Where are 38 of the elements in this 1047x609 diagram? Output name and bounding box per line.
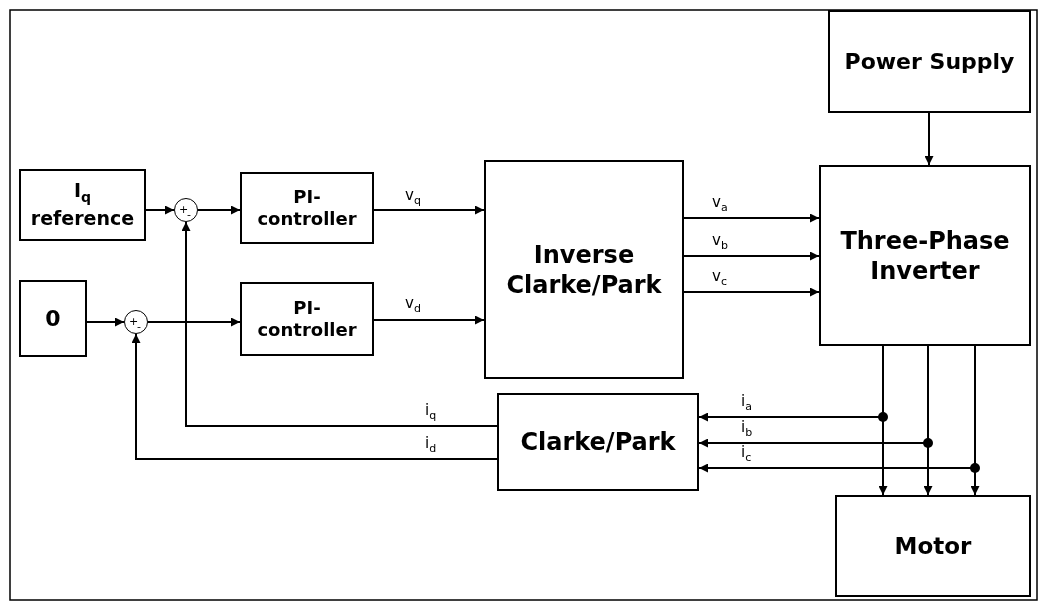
plus-sign: +: [179, 204, 189, 215]
minus-sign: -: [137, 321, 141, 332]
minus-sign: -: [187, 209, 191, 220]
arrow: [181, 221, 498, 427]
process-box: [240, 172, 374, 244]
block-label: I$_{q}$ reference: [29, 179, 136, 231]
process-box: [819, 165, 1031, 346]
signal-label: i$_{q}$: [424, 403, 438, 423]
block-label: Clarke/Park: [519, 427, 677, 457]
block-label: 0: [44, 304, 62, 333]
signal-label: v$_{q}$: [404, 188, 422, 208]
block-label: PI-controller: [256, 296, 358, 342]
arrow: [131, 333, 498, 460]
arrow: [683, 251, 820, 261]
arrow: [147, 317, 241, 327]
process-box: [828, 10, 1031, 113]
arrow: [197, 205, 241, 215]
summing-junction: [124, 310, 148, 334]
process-box: [835, 495, 1031, 597]
block-label: Inverse Clarke/Park: [505, 239, 663, 300]
process-box: [484, 160, 684, 379]
arrow: [145, 205, 175, 215]
arrow: [373, 315, 485, 325]
arrow: [86, 317, 125, 327]
arrow: [924, 112, 934, 166]
block-label: PI-controller: [256, 185, 358, 231]
block-label: Three-Phase Inverter: [839, 225, 1011, 286]
process-box: [19, 280, 87, 357]
process-box: [19, 169, 146, 241]
plus-sign: +: [129, 316, 139, 327]
summing-junction: [174, 198, 198, 222]
arrow: [683, 287, 820, 297]
process-box: [240, 282, 374, 356]
process-box: [497, 393, 699, 491]
arrow: [373, 205, 485, 215]
arrow: [683, 213, 820, 223]
block-label: Power Supply: [843, 47, 1016, 76]
block-label: Motor: [893, 531, 973, 561]
